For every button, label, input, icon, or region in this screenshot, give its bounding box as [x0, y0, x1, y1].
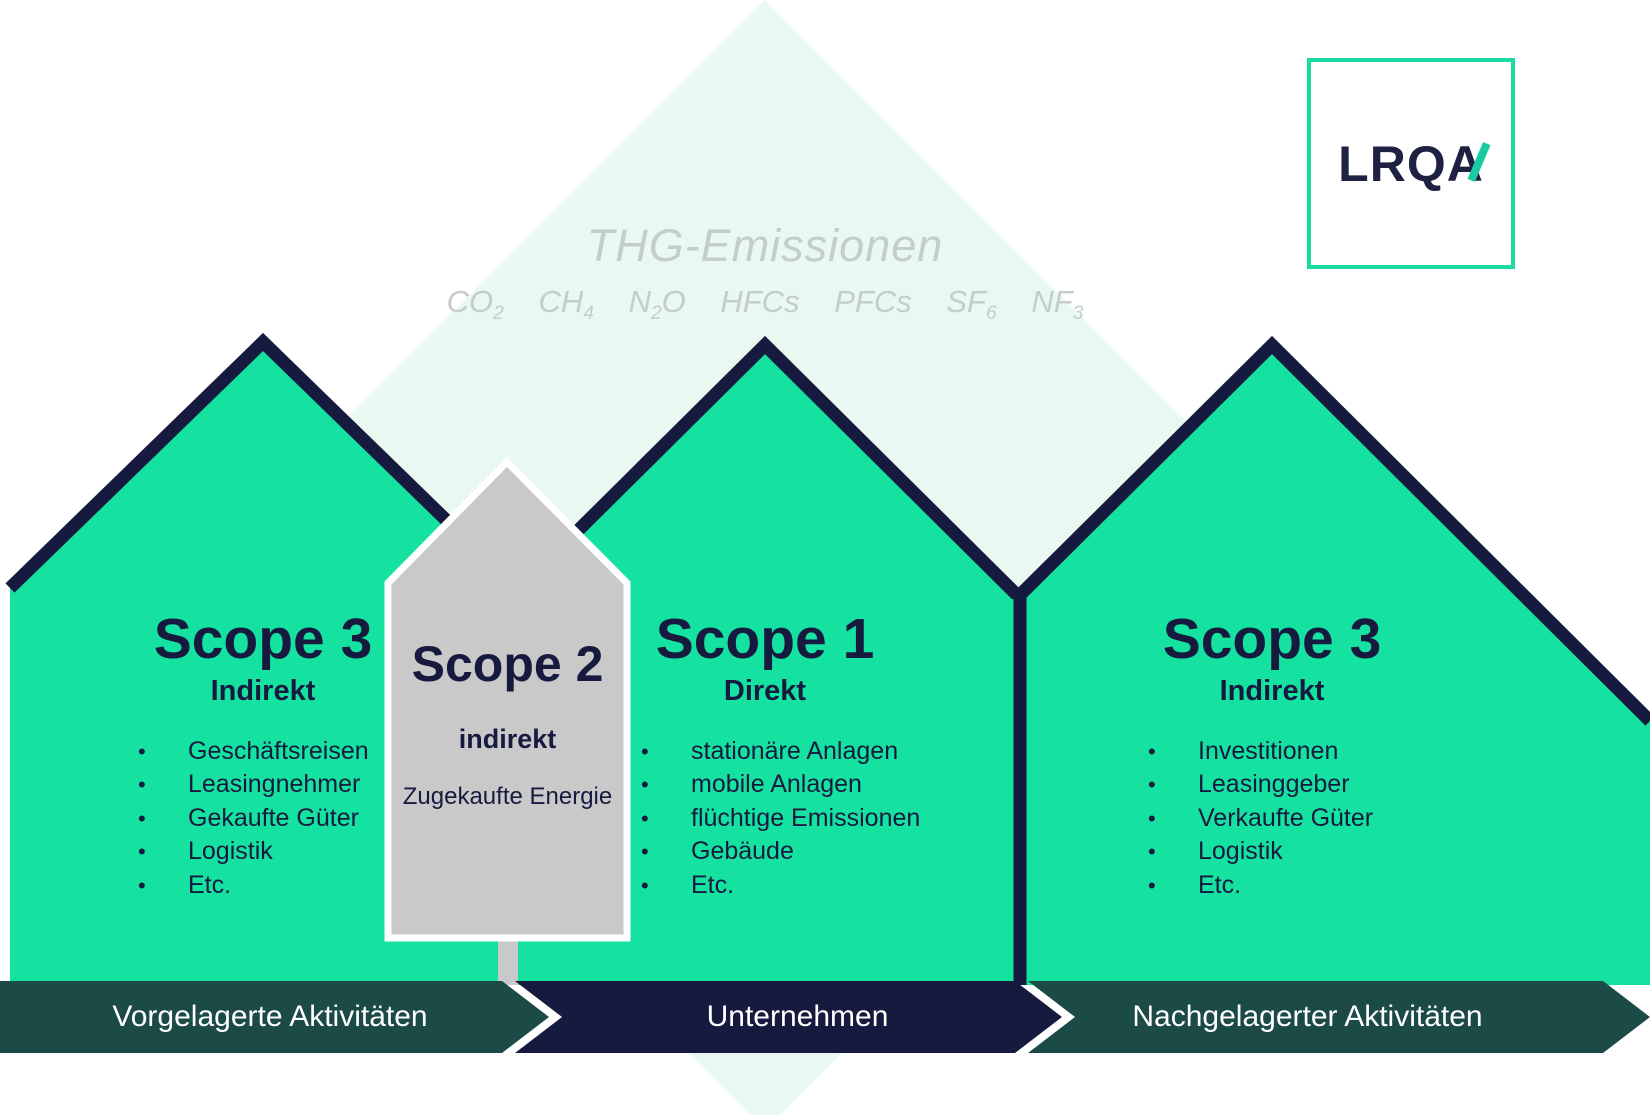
- house-scope3-left-roof: [5, 332, 521, 593]
- banner-right-shape: [1028, 981, 1650, 1053]
- house-scope2-stem: [498, 935, 518, 985]
- scope3-right-list: Investitionen Leasinggeber Verkaufte Güt…: [1020, 735, 1524, 903]
- scope2-subtitle: indirekt: [458, 723, 557, 754]
- formula-co2: CO2: [446, 284, 504, 325]
- gas-formula-list: CO2 CH4 N2O HFCs PFCs SF6 NF3: [165, 284, 1365, 325]
- list-item: Investitionen: [1020, 735, 1524, 769]
- scope2-note: Zugekaufte Energie: [402, 782, 613, 810]
- list-item: Leasinggeber: [1020, 768, 1524, 802]
- banner-middle-shape: [515, 981, 1062, 1053]
- list-item: Logistik: [10, 835, 516, 869]
- scope2-title: Scope 2: [411, 636, 604, 692]
- scope2-panel: Scope 2 indirekt Zugekaufte Energie: [388, 638, 627, 811]
- list-item: flüchtige Emissionen: [513, 802, 1017, 836]
- list-item: Verkaufte Güter: [1020, 802, 1524, 836]
- scope1-list: stationäre Anlagen mobile Anlagen flücht…: [513, 735, 1017, 903]
- lrqa-logo-text: LRQA: [1338, 135, 1491, 193]
- formula-n2o: N2O: [628, 284, 686, 325]
- list-item: mobile Anlagen: [513, 768, 1017, 802]
- scope3-right-subtitle: Indirekt: [1219, 674, 1325, 707]
- scope1-subtitle: Direkt: [723, 674, 807, 707]
- scope3-right-panel: Scope 3 Indirekt Investitionen Leasingge…: [1020, 607, 1524, 903]
- list-item: Etc.: [1020, 869, 1524, 903]
- list-item: Leasingnehmer: [10, 768, 516, 802]
- formula-ch4: CH4: [538, 284, 594, 325]
- list-item: Geschäftsreisen: [10, 735, 516, 769]
- formula-pfcs: PFCs: [834, 284, 912, 319]
- scope3-right-title: Scope 3: [1162, 607, 1382, 671]
- list-item: Gebäude: [513, 835, 1017, 869]
- banner-left-shape: [0, 981, 549, 1053]
- list-item: stationäre Anlagen: [513, 735, 1017, 769]
- list-item: Etc.: [513, 869, 1017, 903]
- list-item: Gekaufte Güter: [10, 802, 516, 836]
- scope1-panel: Scope 1 Direkt stationäre Anlagen mobile…: [513, 607, 1017, 903]
- scope3-left-title: Scope 3: [153, 607, 373, 671]
- lrqa-logo: LRQA: [1307, 58, 1515, 269]
- formula-hfcs: HFCs: [720, 284, 800, 319]
- scope3-left-list: Geschäftsreisen Leasingnehmer Gekaufte G…: [10, 735, 516, 903]
- house-scope1-roof: [508, 335, 1022, 600]
- banner-upstream-label: Vorgelagerte Aktivitäten: [112, 1000, 428, 1033]
- banner-company-label: Unternehmen: [706, 1000, 889, 1033]
- list-item: Etc.: [10, 869, 516, 903]
- formula-nf3: NF3: [1031, 284, 1084, 325]
- banner-downstream-label: Nachgelagerter Aktivitäten: [1132, 1000, 1483, 1033]
- scope3-left-subtitle: Indirekt: [210, 674, 316, 707]
- scope1-title: Scope 1: [655, 607, 875, 671]
- formula-sf6: SF6: [946, 284, 997, 325]
- page-title: THG-Emissionen: [586, 220, 944, 271]
- scope3-left-panel: Scope 3 Indirekt Geschäftsreisen Leasing…: [10, 607, 516, 903]
- list-item: Logistik: [1020, 835, 1524, 869]
